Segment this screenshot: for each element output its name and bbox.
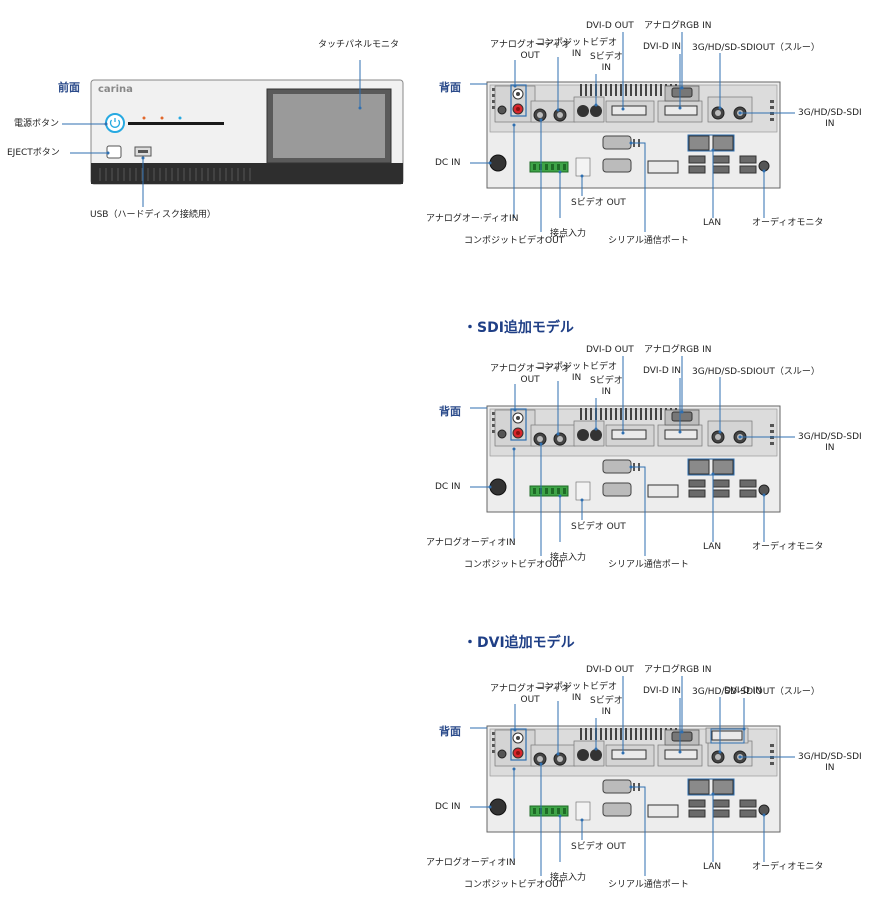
composite-in-label: コンポジットビデオ IN <box>536 38 618 59</box>
sdi-model-heading: ・SDI追加モデル <box>463 320 574 336</box>
sdi-in-label: 3G/HD/SD-SDI IN <box>798 108 862 129</box>
s-video-out-label: Sビデオ OUT <box>571 522 626 532</box>
rear-title: 背面 <box>439 725 461 738</box>
contact-in-label: 接点入力 <box>550 553 587 563</box>
contact-in-label: 接点入力 <box>550 229 587 239</box>
audio-monitor-label: オーディオモニタ <box>752 218 824 228</box>
front-chassis <box>90 79 404 185</box>
composite-out-label: コンポジットビデオOUT <box>464 880 565 890</box>
audio-out-label: アナログオーディオ OUT <box>490 684 571 705</box>
dvi-in-label: DVI-D IN <box>643 42 682 52</box>
audio-in-label: アナログオーディオIN <box>426 538 516 548</box>
usb-label: USB（ハードディスク接続用） <box>90 210 216 220</box>
serial-port-label: シリアル通信ポート <box>608 236 689 246</box>
composite-out-label: コンポジットビデオOUT <box>464 560 565 570</box>
dc-in-label: DC IN <box>435 158 461 168</box>
dvi-out-label: DVI-D OUT <box>586 345 634 355</box>
s-video-in-label: Sビデオ IN <box>590 52 623 73</box>
lan-label: LAN <box>703 542 722 552</box>
audio-monitor-label: オーディオモニタ <box>752 542 824 552</box>
eject-button-label: EJECTボタン <box>7 148 60 158</box>
sdi-out-label: 3G/HD/SD-SDIOUT（スルー） <box>692 687 820 697</box>
dc-in-label: DC IN <box>435 482 461 492</box>
contact-in-label: 接点入力 <box>550 873 587 883</box>
composite-in-label: コンポジットビデオ IN <box>536 682 618 703</box>
power-button-label: 電源ボタン <box>14 119 60 129</box>
sdi-in-label: 3G/HD/SD-SDI IN <box>798 432 862 453</box>
front-title: 前面 <box>58 81 80 94</box>
s-video-out-label: Sビデオ OUT <box>571 842 626 852</box>
audio-monitor-label: オーディオモニタ <box>752 862 824 872</box>
dc-in-label: DC IN <box>435 802 461 812</box>
dvi-in-label: DVI-D IN <box>643 686 682 696</box>
audio-in-label: アナログオー·ディオIN <box>426 214 519 224</box>
lan-label: LAN <box>703 218 722 228</box>
analog-rgb-in-label: アナログRGB IN <box>644 21 712 31</box>
s-video-in-label: Sビデオ IN <box>590 376 623 397</box>
dvi-in-label: DVI-D IN <box>643 366 682 376</box>
sdi-out-label: 3G/HD/SD-SDIOUT（スルー） <box>692 367 820 377</box>
analog-rgb-in-label: アナログRGB IN <box>644 665 712 675</box>
composite-out-label: コンポジットビデオOUT <box>464 236 565 246</box>
composite-in-label: コンポジットビデオ IN <box>536 362 618 383</box>
rear-title: 背面 <box>439 81 461 94</box>
audio-in-label: アナログオーディオIN <box>426 858 516 868</box>
s-video-in-label: Sビデオ IN <box>590 696 623 717</box>
lan-label: LAN <box>703 862 722 872</box>
dvi-out-label: DVI-D OUT <box>586 21 634 31</box>
analog-rgb-in-label: アナログRGB IN <box>644 345 712 355</box>
rear-title: 背面 <box>439 405 461 418</box>
audio-out-label: アナログオーディオ OUT <box>490 40 571 61</box>
audio-out-label: アナログオーディオ OUT <box>490 364 571 385</box>
dvi-out-label: DVI-D OUT <box>586 665 634 675</box>
dvi-model-heading: ・DVI追加モデル <box>463 635 575 651</box>
s-video-out-label: Sビデオ OUT <box>571 198 626 208</box>
serial-port-label: シリアル通信ポート <box>608 880 689 890</box>
dvi-in-extra-label: DVI-D IN <box>724 686 763 696</box>
sdi-out-label: 3G/HD/SD-SDIOUT（スルー） <box>692 43 820 53</box>
sdi-in-label: 3G/HD/SD-SDI IN <box>798 752 862 773</box>
serial-port-label: シリアル通信ポート <box>608 560 689 570</box>
touch-monitor-label: タッチパネルモニタ <box>318 40 400 50</box>
front-brand-logo: carina <box>98 84 133 95</box>
